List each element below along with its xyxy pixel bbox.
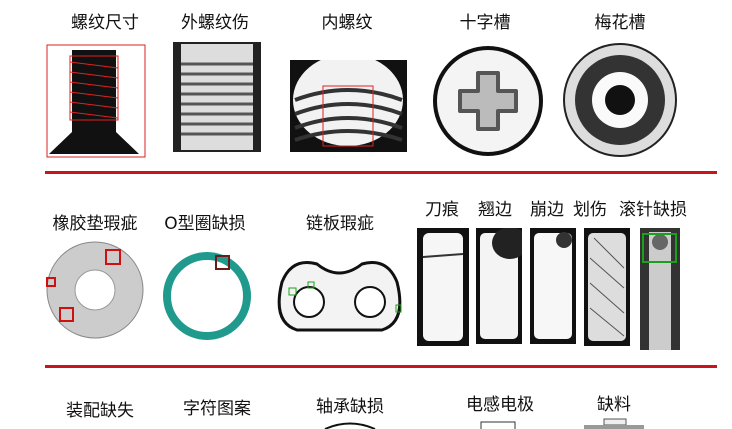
label-inductor-electrode: 电感电极 [466, 395, 534, 415]
knife-mark-image [417, 228, 469, 346]
chain-plate-image [277, 261, 402, 332]
label-warped-edge: 翘边 [478, 200, 512, 220]
label-chain-plate-defect: 链板瑕疵 [306, 214, 374, 234]
label-scratch: 划伤 [573, 200, 607, 220]
label-chipped-edge: 崩边 [530, 200, 564, 220]
label-character-pattern: 字符图案 [183, 399, 251, 419]
cross-slot-image [433, 46, 543, 156]
label-missing-material: 缺料 [597, 395, 631, 415]
torx-slot-image [563, 43, 677, 157]
label-cross-slot: 十字槽 [459, 13, 511, 33]
rubber-pad-image [46, 241, 144, 339]
external-thread-image [173, 42, 261, 152]
scratch-image [584, 228, 630, 346]
label-knife-mark: 刀痕 [425, 200, 459, 220]
label-needle-defect: 滚针缺损 [619, 200, 687, 220]
bearing-image [324, 422, 376, 429]
label-thread-size: 螺纹尺寸 [71, 13, 139, 33]
label-rubber-pad-defect: 橡胶垫瑕疵 [52, 214, 138, 234]
warped-edge-image [476, 228, 522, 344]
missing-material-image [584, 418, 644, 429]
label-missing-assembly: 装配缺失 [66, 401, 134, 421]
internal-thread-image [290, 60, 407, 152]
inductor-image [480, 421, 516, 429]
chipped-edge-image [530, 228, 576, 344]
o-ring-image [163, 252, 251, 340]
thread-size-image [46, 44, 146, 158]
label-torx-slot: 梅花槽 [594, 13, 646, 33]
needle-defect-image [640, 228, 680, 350]
divider [45, 171, 717, 174]
label-o-ring-defect: O型圈缺损 [164, 214, 246, 234]
label-bearing-defect: 轴承缺损 [316, 397, 384, 417]
label-external-thread-damage: 外螺纹伤 [181, 13, 249, 33]
label-internal-thread: 内螺纹 [321, 13, 373, 33]
divider [45, 365, 717, 368]
